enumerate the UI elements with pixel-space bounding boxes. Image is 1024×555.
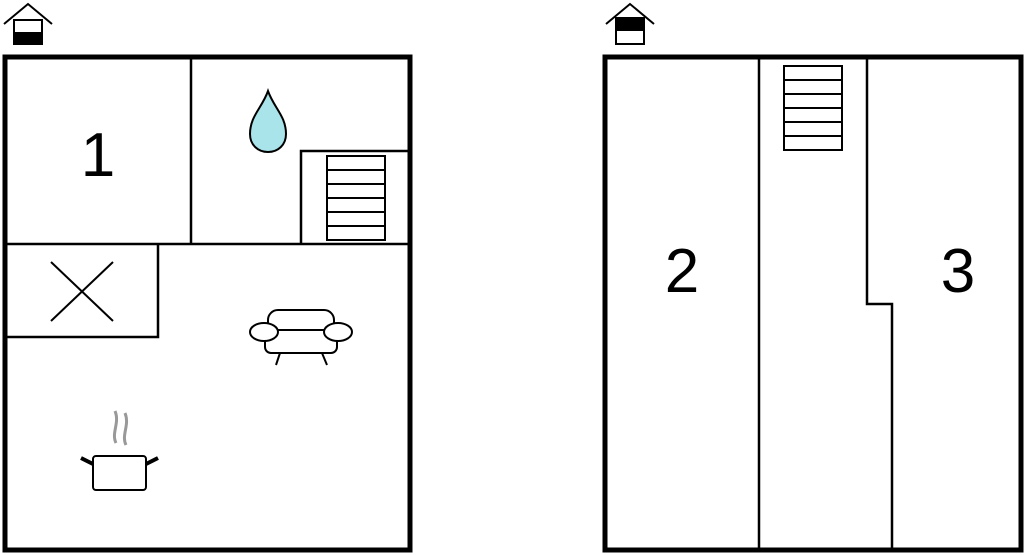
house-ground-floor-icon <box>3 2 53 45</box>
stairs-icon <box>783 65 843 151</box>
water-drop-icon <box>248 87 288 154</box>
cooking-pot-icon <box>80 410 159 491</box>
room-label-2: 2 <box>665 237 699 306</box>
stairs-icon <box>326 155 386 241</box>
sofa-icon <box>249 309 353 366</box>
upper-floor-outer-wall <box>602 54 1024 553</box>
ground-floor-outer-wall <box>2 54 413 553</box>
void-room-wall <box>5 244 160 339</box>
interior-wall <box>865 57 894 550</box>
stair-enclosure-wall <box>299 149 410 244</box>
room-label-3: 3 <box>941 237 975 306</box>
cross-icon <box>50 261 114 322</box>
ground-floor-plan: 1 <box>2 2 413 553</box>
upper-floor-plan: 2 3 <box>602 2 1024 553</box>
house-upper-floor-icon <box>605 2 655 45</box>
room-label-1: 1 <box>81 121 115 190</box>
